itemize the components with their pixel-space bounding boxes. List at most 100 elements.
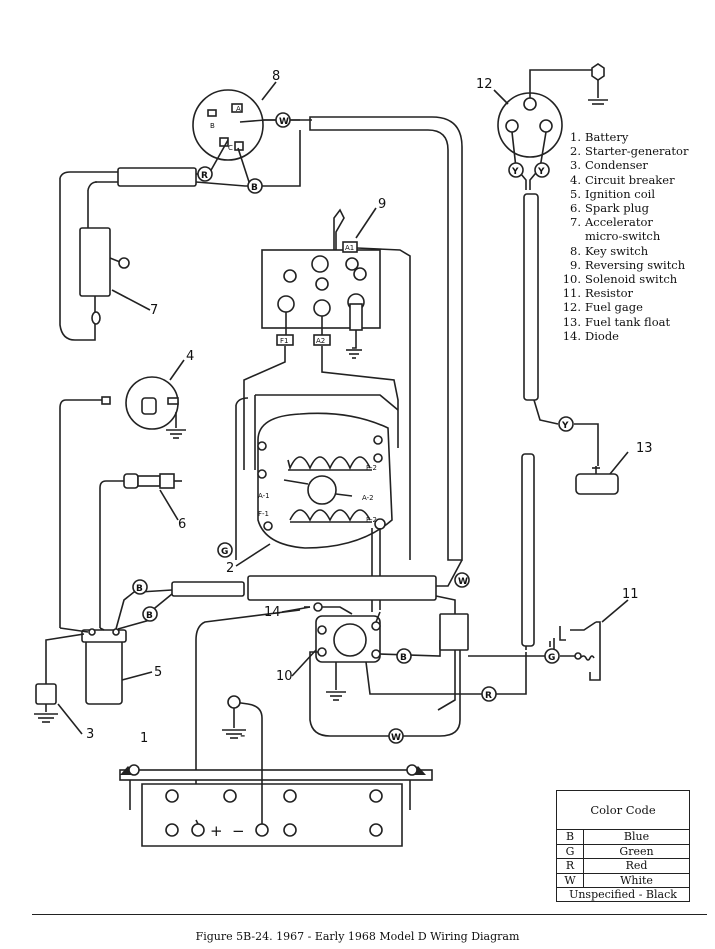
- legend-item-label: Reversing switch: [585, 257, 686, 272]
- wire-blue-top: [195, 130, 301, 187]
- spark-plug: [99, 473, 182, 628]
- legend-item-label: Diode: [585, 328, 619, 343]
- svg-text:R: R: [201, 171, 208, 181]
- legend-item: 5.Ignition coil: [559, 187, 709, 201]
- svg-text:W: W: [458, 577, 468, 587]
- figure-caption: Figure 5B-24. 1967 - Early 1968 Model D …: [195, 930, 520, 943]
- legend-item-label: Fuel gage: [585, 300, 643, 315]
- motor-term-f1: F-1: [258, 510, 269, 518]
- wire-label-b-coil2: B: [142, 606, 158, 622]
- legend-item-number: 4.: [570, 172, 581, 187]
- svg-text:W: W: [279, 117, 289, 127]
- callout-4: 4: [186, 349, 194, 364]
- legend-item-number: 14.: [562, 328, 581, 343]
- key-switch: A B C: [192, 89, 300, 186]
- key-term-c: C: [228, 144, 233, 152]
- legend-item-label: Spark plug: [585, 201, 650, 216]
- legend-item-label: Accelerator: [585, 215, 653, 230]
- legend-item: 6.Spark plug: [559, 201, 709, 215]
- svg-text:Y: Y: [561, 421, 569, 431]
- legend-item-number: 5.: [570, 186, 581, 201]
- callout-2: 2: [226, 561, 234, 576]
- harness-top: [309, 116, 463, 561]
- legend-item: 14. Diode: [559, 329, 709, 343]
- legend-item: 3.Condenser: [559, 158, 709, 172]
- legend-item-number: 9.: [570, 257, 581, 272]
- legend-item: 7.Accelerator: [559, 215, 709, 229]
- svg-text:B: B: [146, 611, 153, 621]
- term-a2: A2: [316, 337, 325, 345]
- legend-item-label: Resistor: [585, 286, 633, 301]
- callout-8: 8: [272, 69, 280, 84]
- callout-6: 6: [178, 517, 186, 532]
- wire-label-w-key: W: [275, 112, 291, 128]
- svg-text:B: B: [136, 584, 143, 594]
- legend-item-number: 3.: [570, 158, 581, 173]
- motor-term-a2: A-2: [362, 494, 374, 502]
- color-code-letter: B: [557, 830, 584, 844]
- harness-right-box: [439, 613, 469, 651]
- ignition-coil: [59, 591, 151, 705]
- color-code-name: White: [620, 873, 653, 887]
- battery-minus-ground: -: [240, 726, 245, 744]
- callout-1: 1: [140, 731, 148, 746]
- color-code-title: Color Code: [557, 791, 689, 830]
- svg-text:R: R: [485, 691, 492, 701]
- legend-item-number: 1.: [570, 130, 581, 144]
- svg-text:G: G: [548, 653, 555, 663]
- legend-item: 11.Resistor: [559, 286, 709, 300]
- legend-item-label: Key switch: [585, 243, 649, 258]
- legend-item-label: Fuel tank float: [585, 314, 671, 329]
- color-code-footer-row: Unspecified - Black: [557, 888, 689, 902]
- callout-7: 7: [150, 303, 158, 318]
- color-code-name: Green: [619, 844, 654, 858]
- legend-item: 4. Circuit breaker: [559, 173, 709, 187]
- condenser: [34, 633, 85, 723]
- svg-text:B: B: [400, 653, 407, 663]
- wire-label-r-bottom: R: [481, 686, 497, 702]
- legend-item-label: Circuit breaker: [585, 172, 675, 187]
- legend-item-number: 8.: [570, 243, 581, 258]
- wire-label-b-sol: B: [396, 648, 412, 664]
- color-code-footer: Unspecified - Black: [569, 888, 677, 902]
- motor-term-a1: A-1: [258, 492, 270, 500]
- color-code-name: Blue: [623, 830, 650, 843]
- legend-item: 2. Starter-generator: [559, 144, 709, 158]
- svg-text:G: G: [221, 547, 228, 557]
- key-term-a: A: [236, 105, 241, 113]
- legend-item-number: 2.: [570, 144, 581, 159]
- legend-item: 13.Fuel tank float: [559, 315, 709, 329]
- callout-9: 9: [378, 197, 386, 212]
- svg-text:Y: Y: [537, 167, 545, 177]
- svg-text:Y: Y: [511, 167, 519, 177]
- wire-label-w-right: W: [454, 572, 470, 588]
- legend-item-label: Battery: [585, 130, 629, 144]
- battery-minus: −: [232, 822, 245, 840]
- circuit-breaker: [59, 376, 186, 628]
- legend-item-number: 12.: [562, 300, 581, 315]
- solenoid-switch: [315, 615, 381, 701]
- legend-item: 1. Battery: [559, 130, 709, 144]
- wire-label-b-top: B: [247, 178, 263, 194]
- term-a1: A1: [345, 244, 354, 252]
- wire-label-y-left: Y: [508, 162, 524, 178]
- legend-item-label: Starter-generator: [585, 144, 689, 159]
- callout-3: 3: [86, 727, 94, 742]
- legend-item: 8. Key switch: [559, 244, 709, 258]
- legend-item-number: 10.: [562, 272, 581, 287]
- legend-item-label: Solenoid switch: [585, 272, 678, 287]
- wire-label-r-top: R: [197, 166, 213, 182]
- color-code-letter: R: [557, 859, 584, 873]
- resistor: [549, 621, 601, 681]
- legend-item-number: [559, 229, 585, 243]
- wire-label-b-coil1: B: [132, 579, 148, 595]
- color-code-letter: G: [557, 844, 584, 859]
- reversing-switch: A1: [261, 208, 411, 560]
- legend-item-label: micro-switch: [585, 229, 661, 244]
- battery-plus: +: [210, 822, 223, 840]
- legend-item: 12. Fuel gage: [559, 300, 709, 314]
